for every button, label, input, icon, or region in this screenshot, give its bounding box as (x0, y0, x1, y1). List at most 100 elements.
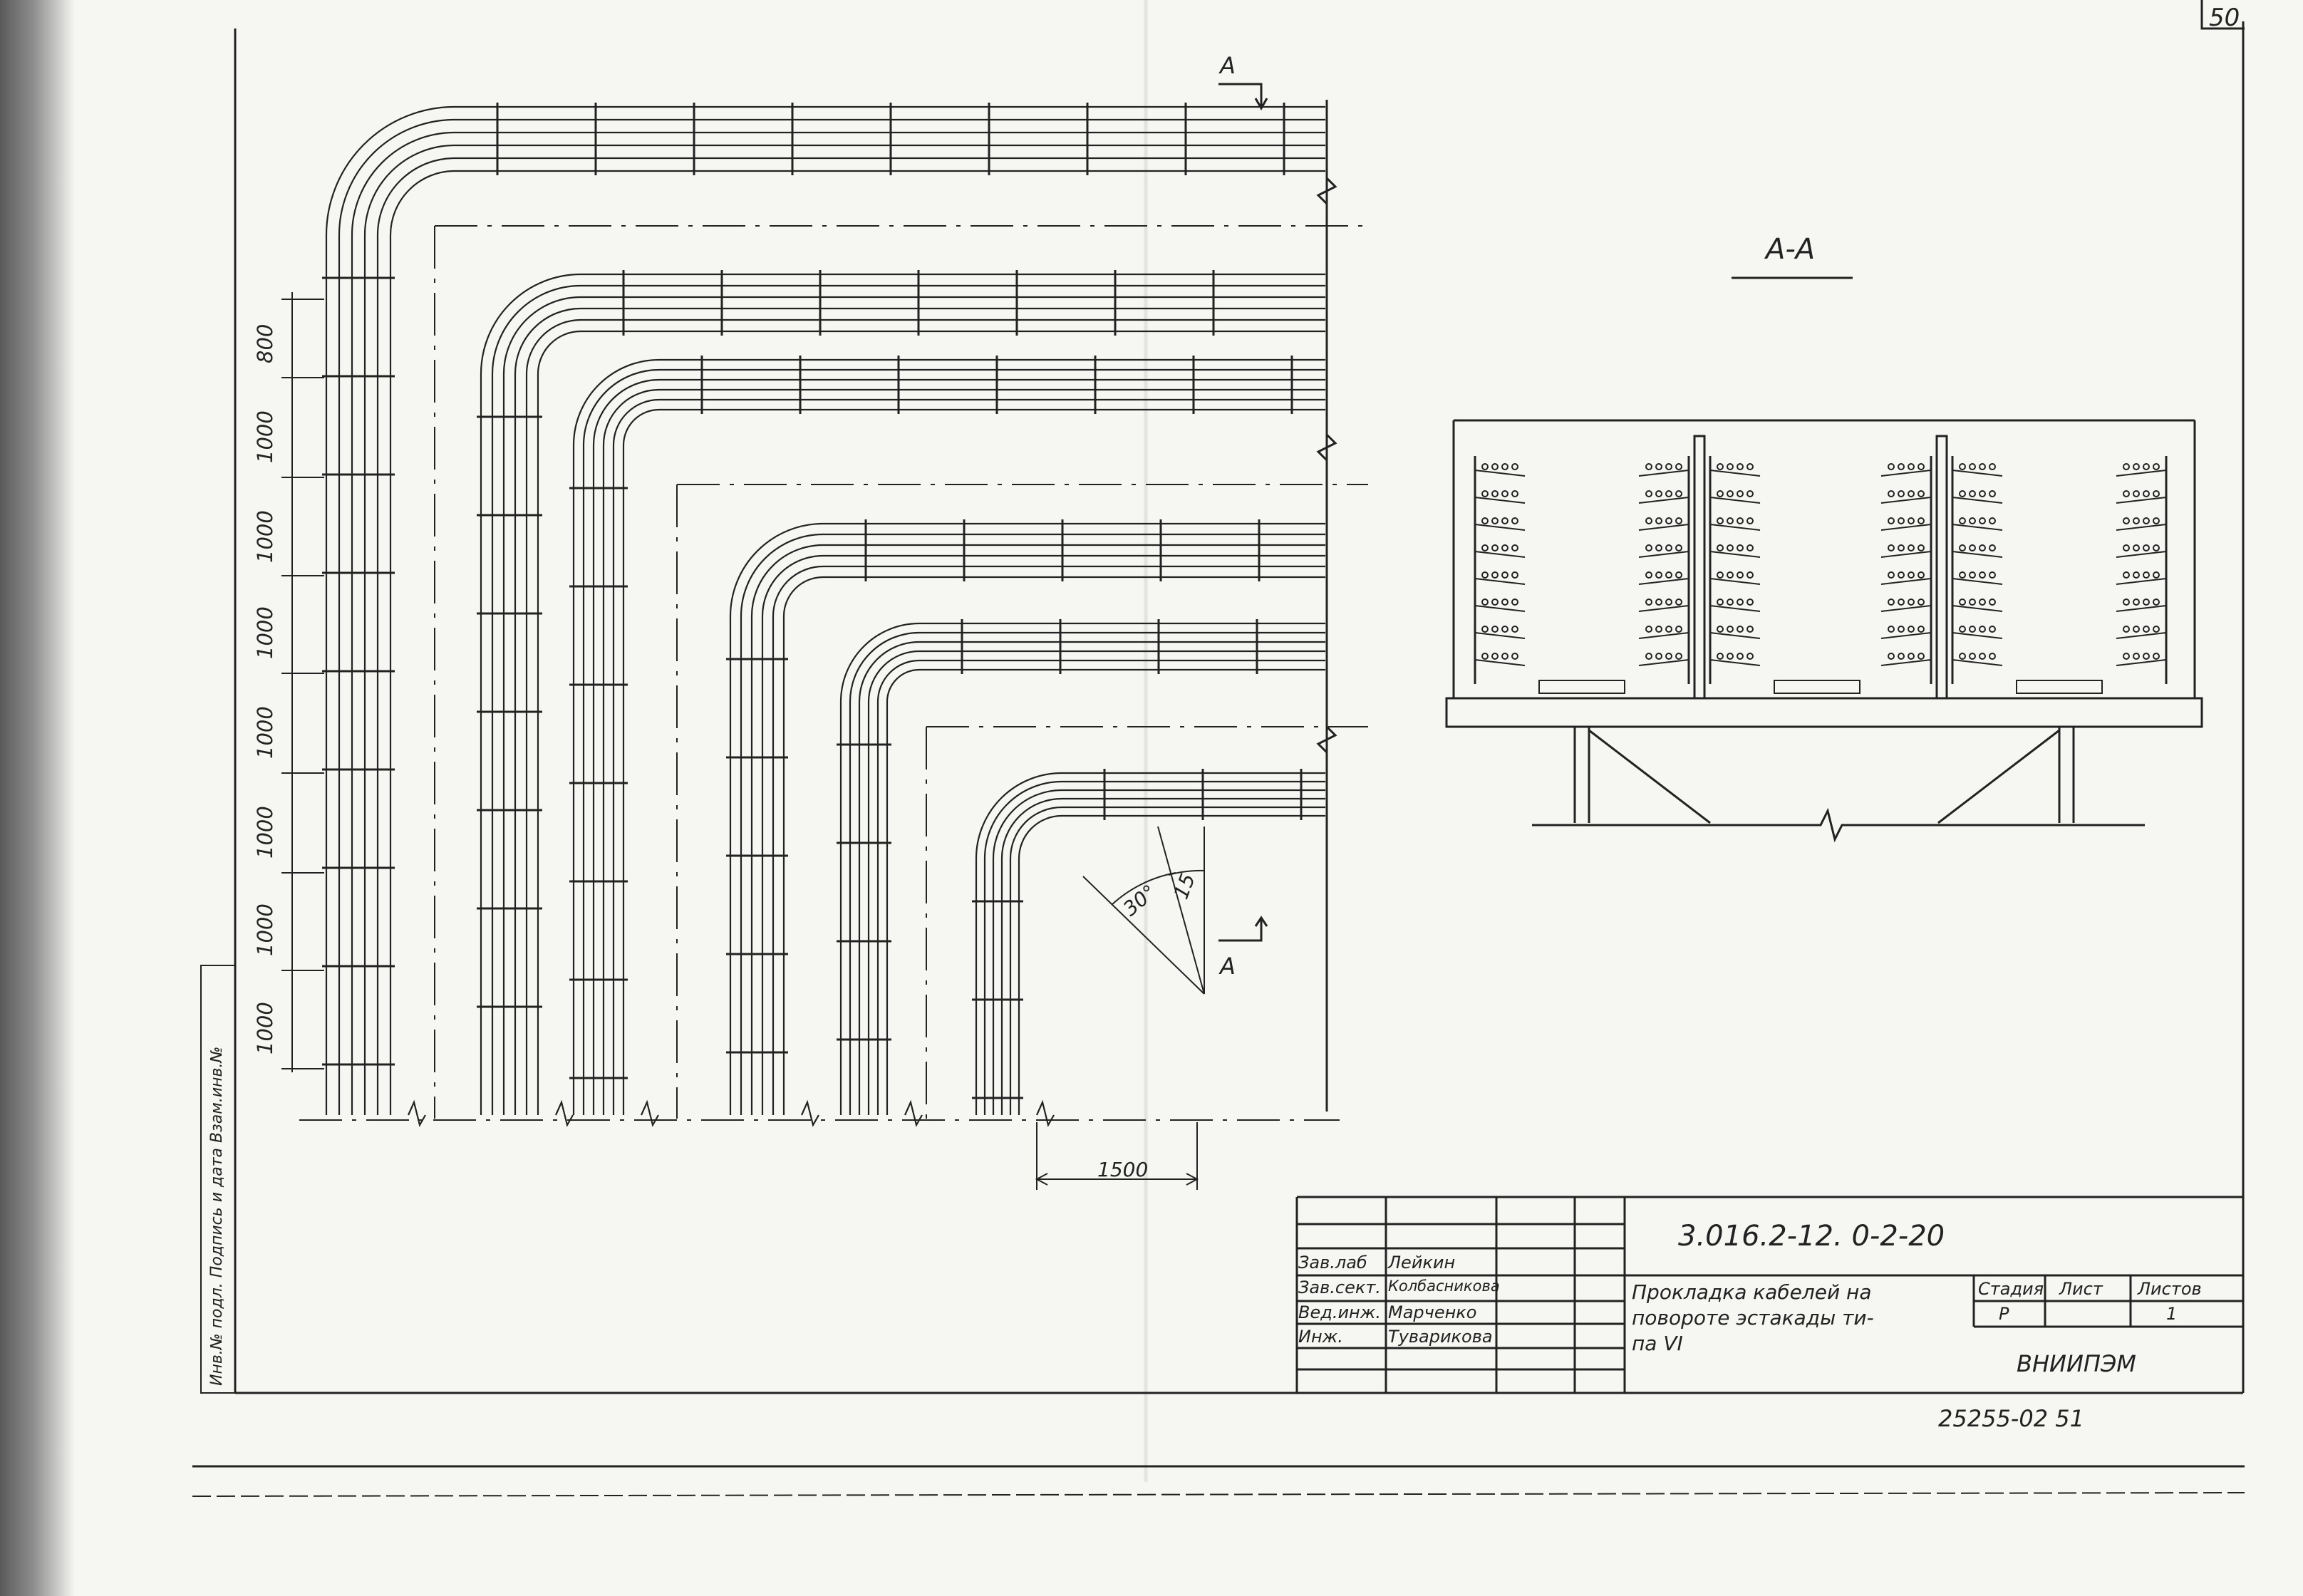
break-mark (554, 1099, 574, 1127)
cable-dot (1918, 490, 1925, 497)
shelf-bracket (2116, 605, 2167, 612)
tray-rail (992, 789, 1325, 1115)
left-dim-0: 800 (253, 323, 277, 363)
cable-dot (1888, 517, 1895, 524)
title-line-2: повороте эстакады ти- (1632, 1306, 1874, 1330)
cable-dot (2123, 544, 2130, 551)
section-title: А-А (1766, 233, 1816, 266)
cable-dot (2143, 544, 2150, 551)
cable-dot (1918, 653, 1925, 660)
tray-rail (363, 144, 1325, 1115)
cable-dot (2133, 517, 2140, 524)
cable-dot (1888, 463, 1895, 470)
shelf-bracket (1880, 578, 1932, 585)
left-dim-7: 1000 (253, 1002, 277, 1054)
cable-dot (1491, 653, 1499, 660)
cable-dot (1908, 517, 1915, 524)
cable-dot (1665, 463, 1672, 470)
doc-number: 3.016.2-12. 0-2-20 (1678, 1220, 1945, 1253)
cable-dot (1918, 626, 1925, 633)
cable-dot (1737, 490, 1744, 497)
tray-rail (1018, 814, 1325, 1115)
break-mark (407, 1099, 426, 1127)
cable-dot (1511, 571, 1518, 579)
cable-dot (1675, 598, 1682, 606)
cable-dot (1675, 517, 1682, 524)
tray-rail (1000, 797, 1325, 1115)
cable-dot (1717, 490, 1724, 497)
break-mark (904, 1099, 923, 1127)
cable-dot (1737, 598, 1744, 606)
tray-rail (491, 284, 1325, 1115)
shelf-bracket (2116, 632, 2167, 639)
shelf-bracket (1638, 659, 1689, 666)
tray-rail (572, 358, 1325, 1115)
archive-number: 25255-02 51 (1938, 1405, 2084, 1432)
cable-dot (1989, 517, 1996, 524)
shelf-bracket (1474, 659, 1526, 666)
cable-dot (1888, 626, 1895, 633)
cable-dot (1959, 626, 1966, 633)
tray-rail (622, 408, 1325, 1115)
cable-dot (1989, 490, 1996, 497)
shelf-bracket (1638, 470, 1689, 477)
cable-dot (1645, 463, 1652, 470)
cable-dot (1989, 626, 1996, 633)
cable-dot (1511, 517, 1518, 524)
cable-dot (1969, 598, 1976, 606)
cable-dot (1746, 463, 1754, 470)
shelf-bracket (1952, 497, 2003, 504)
cable-dot (1501, 517, 1508, 524)
cable-dot (1665, 517, 1672, 524)
name-1: Колбасникова (1388, 1278, 1500, 1295)
stage-value: Р (1999, 1304, 2009, 1324)
shelf-bracket (1709, 578, 1761, 585)
cable-dot (1898, 463, 1905, 470)
cable-dot (1481, 571, 1489, 579)
cable-dot (1888, 653, 1895, 660)
tray-rail (729, 522, 1325, 1115)
scan-shadow (0, 0, 75, 1596)
cable-dot (1717, 626, 1724, 633)
cable-dot (1737, 653, 1744, 660)
shelf-bracket (1474, 551, 1526, 558)
cable-dot (1511, 463, 1518, 470)
cable-dot (1655, 517, 1662, 524)
name-0: Лейкин (1388, 1253, 1456, 1273)
tray-rail (325, 105, 1325, 1115)
cable-dot (1989, 571, 1996, 579)
sheets-label: Листов (2138, 1279, 2202, 1299)
cable-dot (1908, 626, 1915, 633)
left-dim-1: 1000 (253, 410, 277, 463)
cable-dot (1727, 463, 1734, 470)
cable-dot (1908, 571, 1915, 579)
cable-dot (1918, 517, 1925, 524)
corner-number: 50 (2209, 4, 2240, 32)
cable-dot (1918, 463, 1925, 470)
shelf-bracket (1952, 605, 2003, 612)
cable-dot (1717, 544, 1724, 551)
cable-dot (1746, 626, 1754, 633)
cable-dot (1675, 653, 1682, 660)
cable-dot (1746, 653, 1754, 660)
cable-dot (1979, 463, 1986, 470)
cable-dot (1675, 463, 1682, 470)
break-line-right (1316, 100, 1337, 1112)
cable-dot (1969, 653, 1976, 660)
cable-dot (2143, 463, 2150, 470)
tray-rail (761, 554, 1325, 1115)
title-line-3: па VI (1632, 1332, 1683, 1355)
cable-dot (2133, 653, 2140, 660)
cable-dot (1501, 626, 1508, 633)
cable-dot (1727, 517, 1734, 524)
cable-dot (1989, 653, 1996, 660)
section-arrows (1218, 83, 1268, 942)
shelf-bracket (1880, 605, 1932, 612)
tray-rail (602, 388, 1325, 1115)
paper-fold (1144, 0, 1148, 1482)
cable-dot (1655, 626, 1662, 633)
tray-rail (867, 650, 1325, 1115)
tray-rail (525, 318, 1325, 1115)
cable-dot (2153, 544, 2160, 551)
